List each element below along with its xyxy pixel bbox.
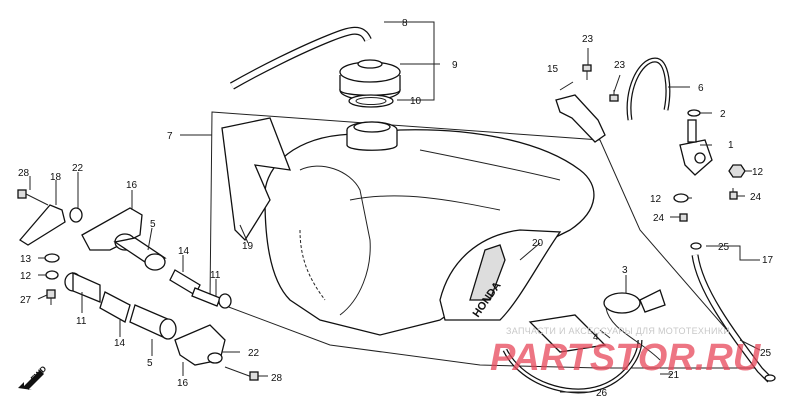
callout-14b: 14 — [114, 338, 126, 349]
callout-2: 2 — [720, 109, 726, 120]
watermark: ЗАПЧАСТИ И АКСЕССУАРЫ ДЛЯ МОТОТЕХНИКИ PA… — [490, 326, 762, 379]
collar-5a — [113, 233, 167, 271]
bolt-11a — [191, 287, 232, 309]
leader-lines — [29, 21, 761, 393]
callout-11a: 11 — [210, 270, 221, 281]
callout-4: 4 — [593, 332, 599, 343]
bolt-28a — [17, 189, 49, 206]
callout-18: 18 — [50, 172, 62, 183]
washer-22a — [69, 207, 83, 223]
nut-12a — [728, 164, 746, 178]
strap-6 — [626, 57, 671, 121]
screw-24a — [729, 188, 738, 200]
callout-20: 20 — [532, 238, 544, 249]
callout-22a: 22 — [72, 163, 84, 174]
callout-28b: 28 — [271, 373, 283, 384]
callout-25b: 25 — [760, 348, 772, 359]
callout-23b: 23 — [614, 60, 626, 71]
tank-decal: HONDA — [439, 229, 562, 321]
bolt-23a — [582, 64, 592, 80]
fwd-arrow-icon: FWD — [18, 364, 48, 390]
callout-8: 8 — [402, 18, 408, 29]
washer-12b — [673, 193, 689, 203]
callout-28a: 28 — [18, 168, 30, 179]
callout-14a: 14 — [178, 246, 190, 257]
callout-16a: 16 — [126, 180, 138, 191]
callout-12a: 12 — [752, 167, 764, 178]
callout-25a: 25 — [718, 242, 730, 253]
cap-gasket — [348, 94, 394, 108]
grommet-13 — [44, 253, 60, 263]
side-panel — [221, 117, 292, 242]
watermark-brand: PARTSTOR.RU — [490, 337, 762, 379]
callout-11b: 11 — [76, 316, 87, 327]
fuel-cap — [339, 59, 401, 101]
watermark-subtitle: ЗАПЧАСТИ И АКСЕССУАРЫ ДЛЯ МОТОТЕХНИКИ — [506, 326, 730, 336]
callout-21: 21 — [668, 370, 680, 381]
clip-18 — [19, 204, 66, 246]
callout-15: 15 — [547, 64, 559, 75]
valve-mount-3 — [603, 289, 666, 361]
callout-22b: 22 — [248, 348, 260, 359]
screw-24b — [679, 213, 688, 222]
callout-24b: 24 — [653, 213, 665, 224]
callouts: 8 9 10 7 15 23 23 6 2 1 12 12 24 24 25 1… — [18, 18, 774, 399]
callout-12b: 12 — [650, 194, 662, 205]
callout-3: 3 — [622, 265, 628, 276]
pad-4 — [528, 314, 607, 353]
callout-5b: 5 — [147, 358, 153, 369]
bolt-11b — [64, 271, 101, 303]
rubber-14b — [99, 291, 131, 323]
callout-10: 10 — [410, 96, 422, 107]
bolt-28b — [224, 366, 259, 381]
bracket-15 — [555, 94, 606, 143]
callout-24a: 24 — [750, 192, 762, 203]
callout-5a: 5 — [150, 219, 156, 230]
clip-25a — [690, 242, 702, 250]
callout-17: 17 — [762, 255, 774, 266]
callout-9: 9 — [452, 60, 458, 71]
washer-22b — [207, 352, 223, 364]
callout-12c: 12 — [20, 271, 32, 282]
callout-26: 26 — [596, 388, 608, 399]
callout-6: 6 — [698, 83, 704, 94]
callout-1: 1 — [728, 140, 734, 151]
screw-27 — [46, 289, 56, 305]
callout-19: 19 — [242, 241, 254, 252]
collar-5b — [129, 304, 177, 340]
callout-27: 27 — [20, 295, 32, 306]
fuel-tank — [209, 111, 762, 369]
o-ring-2 — [687, 109, 701, 117]
washer-12c — [45, 270, 59, 280]
callout-7: 7 — [167, 131, 173, 142]
callout-13: 13 — [20, 254, 32, 265]
fwd-label: FWD — [29, 364, 48, 383]
callout-23a: 23 — [582, 34, 594, 45]
clip-25b — [764, 374, 776, 382]
fuel-valve — [679, 119, 713, 176]
callout-16b: 16 — [177, 378, 189, 389]
